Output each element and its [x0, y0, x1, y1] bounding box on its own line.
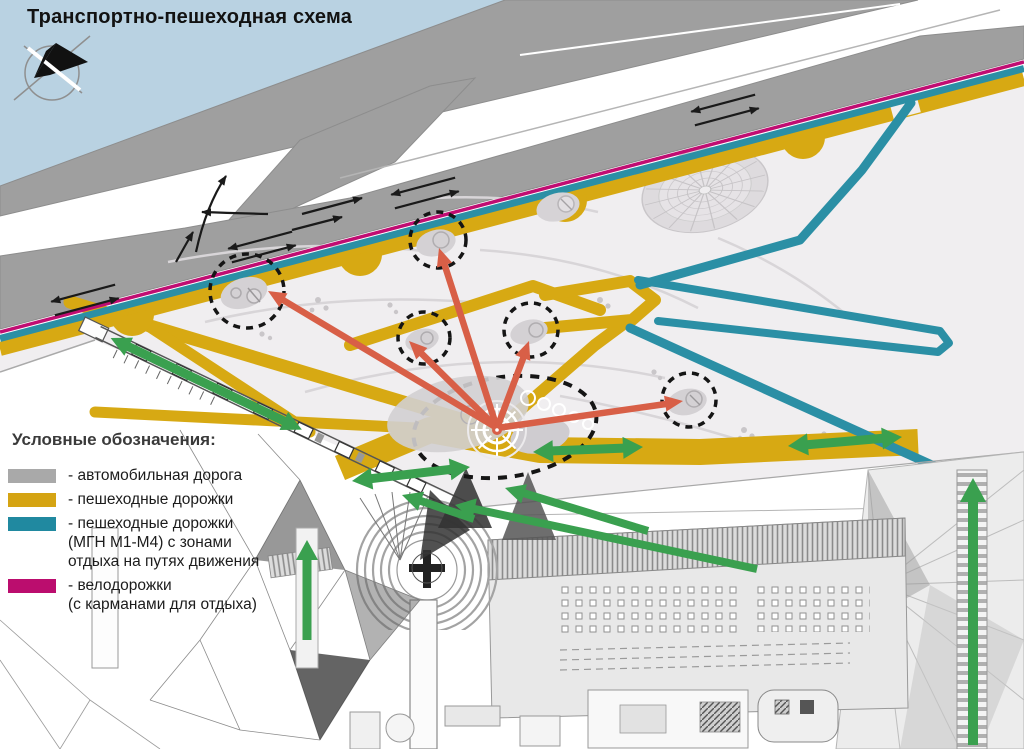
pedestrian-lane-band: [0, 72, 1024, 356]
legend-label: (МГН М1-М4) с зонами: [68, 534, 232, 551]
poi-circle: [408, 210, 468, 270]
mgn-path: [635, 98, 916, 290]
green-arrowhead: [296, 540, 318, 560]
bike-lane: [0, 60, 1024, 334]
art-object: [510, 319, 548, 345]
legend-label: отдыха на путях движения: [68, 553, 260, 570]
green-arrowhead: [622, 436, 643, 459]
legend-label: - пешеходные дорожки: [68, 491, 234, 508]
rest-pocket: [110, 308, 154, 336]
road-main-band: [0, 25, 1024, 330]
pedestrian-path: [344, 280, 606, 351]
legend-label: (с карманами для отдыха): [68, 596, 257, 613]
green-arrow-shaft: [367, 464, 455, 484]
red-arrowhead: [268, 291, 288, 308]
red-arrow-shaft: [279, 296, 501, 432]
art-object: [416, 229, 456, 257]
red-arrowhead: [515, 341, 531, 361]
attraction-flow-arrows: [268, 248, 683, 435]
mgn-path: [625, 323, 970, 485]
rest-pocket: [338, 248, 382, 276]
poi-circle: [396, 310, 452, 366]
building-plan: [0, 429, 1024, 749]
green-arrowhead: [352, 467, 374, 490]
left-ground-lines: [0, 619, 161, 749]
red-arrow-shaft: [416, 348, 501, 432]
lane-marking-line: [519, 3, 901, 56]
green-arrow-shaft: [416, 496, 476, 523]
legend-item-mgn: - пешеходные дорожки (МГН М1-М4) с зонам…: [8, 514, 298, 571]
turn-arrow: [175, 231, 194, 263]
art-object: [667, 388, 707, 416]
art-object-blobs: [220, 192, 707, 416]
green-arrowhead: [455, 498, 477, 520]
seating-grid: [752, 582, 870, 632]
green-arrowhead: [448, 458, 470, 481]
road-upper-band: [0, 0, 919, 217]
turn-arrow: [201, 208, 269, 217]
plaza-edge-line: [0, 339, 96, 373]
mgn-lane: [0, 65, 1024, 342]
green-arrowhead: [788, 433, 809, 456]
mgn-color-swatch: [8, 517, 56, 531]
art-object: [220, 276, 268, 310]
poi-circle: [502, 301, 560, 359]
poi-circle: [208, 252, 286, 330]
legend-item-bike: - велодорожки (с карманами для отдыха): [8, 576, 298, 614]
green-arrow-shaft: [518, 488, 650, 535]
rib-fan: [359, 491, 429, 561]
annex-rounded: [757, 689, 839, 743]
green-arrow-shaft: [469, 504, 758, 573]
red-arrowhead: [664, 395, 683, 412]
legend-item-road: - автомобильная дорога: [8, 466, 298, 485]
median-line: [339, 9, 1001, 179]
seating-grid: [560, 586, 740, 634]
pedestrian-path: [491, 316, 632, 436]
rest-pocket: [781, 131, 825, 159]
art-object: [536, 192, 580, 222]
legend-heading: Условные обозначения:: [12, 430, 216, 449]
pier-flow-arrow: [110, 337, 302, 430]
monument-column: [409, 599, 438, 749]
green-arrowhead: [505, 484, 527, 504]
red-arrowhead: [436, 248, 453, 268]
pedestrian-color-swatch: [8, 493, 56, 507]
legend-label: - автомобильная дорога: [68, 467, 243, 484]
bike-color-swatch: [8, 579, 56, 593]
red-arrow-shaft: [440, 259, 501, 432]
pedestrian-flow-arrows: [296, 427, 986, 745]
green-arrow-shaft: [548, 443, 628, 456]
pedestrian-path-chevron: [539, 275, 661, 334]
red-arrow-shaft: [493, 400, 670, 432]
green-arrowhead: [960, 478, 986, 502]
stage-rows: [559, 642, 851, 671]
green-arrowhead: [402, 491, 425, 511]
side-path: [91, 527, 119, 669]
green-arrowhead: [533, 440, 554, 463]
road-color-swatch: [8, 469, 56, 483]
legend: Условные обозначения: - автомобильная до…: [8, 430, 298, 619]
page-title: Транспортно-пешеходная схема: [27, 6, 353, 28]
traffic-direction-arrows: [50, 93, 760, 317]
mgn-path-network: [0, 65, 1024, 485]
green-arrow-shaft: [803, 433, 887, 450]
green-arrowhead: [881, 427, 902, 450]
red-arrow-shaft: [493, 352, 528, 432]
legend-label: - велодорожки: [68, 577, 172, 594]
legend-item-pedestrian: - пешеходные дорожки: [8, 490, 298, 509]
legend-label: - пешеходные дорожки: [68, 515, 234, 532]
north-compass-icon: [13, 35, 91, 101]
red-arrowhead: [409, 341, 428, 360]
mgn-loop: [634, 276, 953, 356]
poi-circle: [660, 371, 718, 429]
